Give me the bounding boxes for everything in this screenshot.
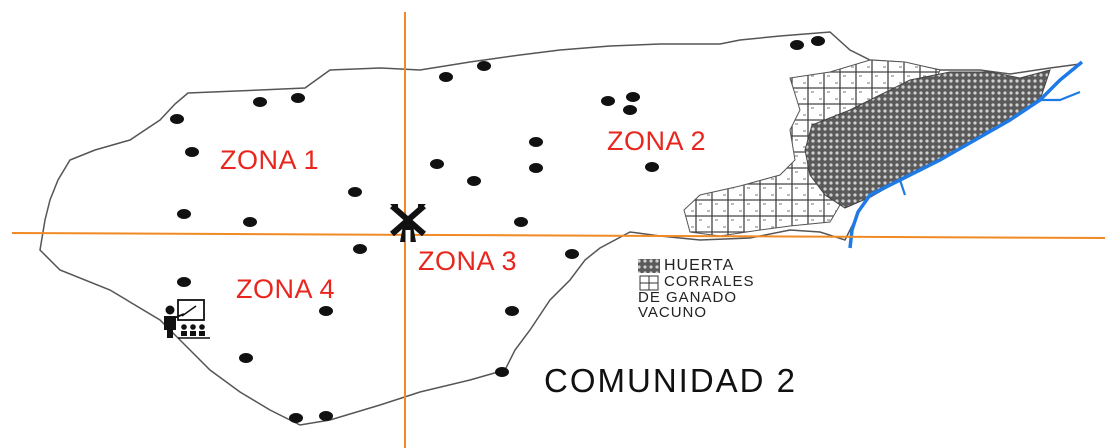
zone-label-2: ZONA 2 [607, 126, 707, 156]
horizontal-divider [11, 232, 1105, 239]
zone-label-4: ZONA 4 [236, 274, 336, 304]
legend-corrales-line2: DE GANADO [638, 289, 738, 306]
zone-label-1: ZONA 1 [220, 145, 320, 175]
river [848, 60, 1084, 249]
corrales-legend-swatch [639, 275, 659, 291]
school-teacher-icon [164, 299, 210, 339]
household-dots [170, 36, 825, 423]
river-tributary [898, 90, 1081, 196]
legend-corrales-line1: CORRALES [664, 273, 755, 290]
windmill-icon [390, 203, 426, 242]
legend-huerta-label: HUERTA [664, 257, 735, 274]
legend-corrales-line3: VACUNO [638, 304, 708, 321]
community-boundary [39, 31, 1083, 426]
zone-label-3: ZONA 3 [418, 246, 518, 276]
huerta-legend-swatch [638, 259, 660, 273]
community-title: COMUNIDAD 2 [544, 362, 798, 399]
